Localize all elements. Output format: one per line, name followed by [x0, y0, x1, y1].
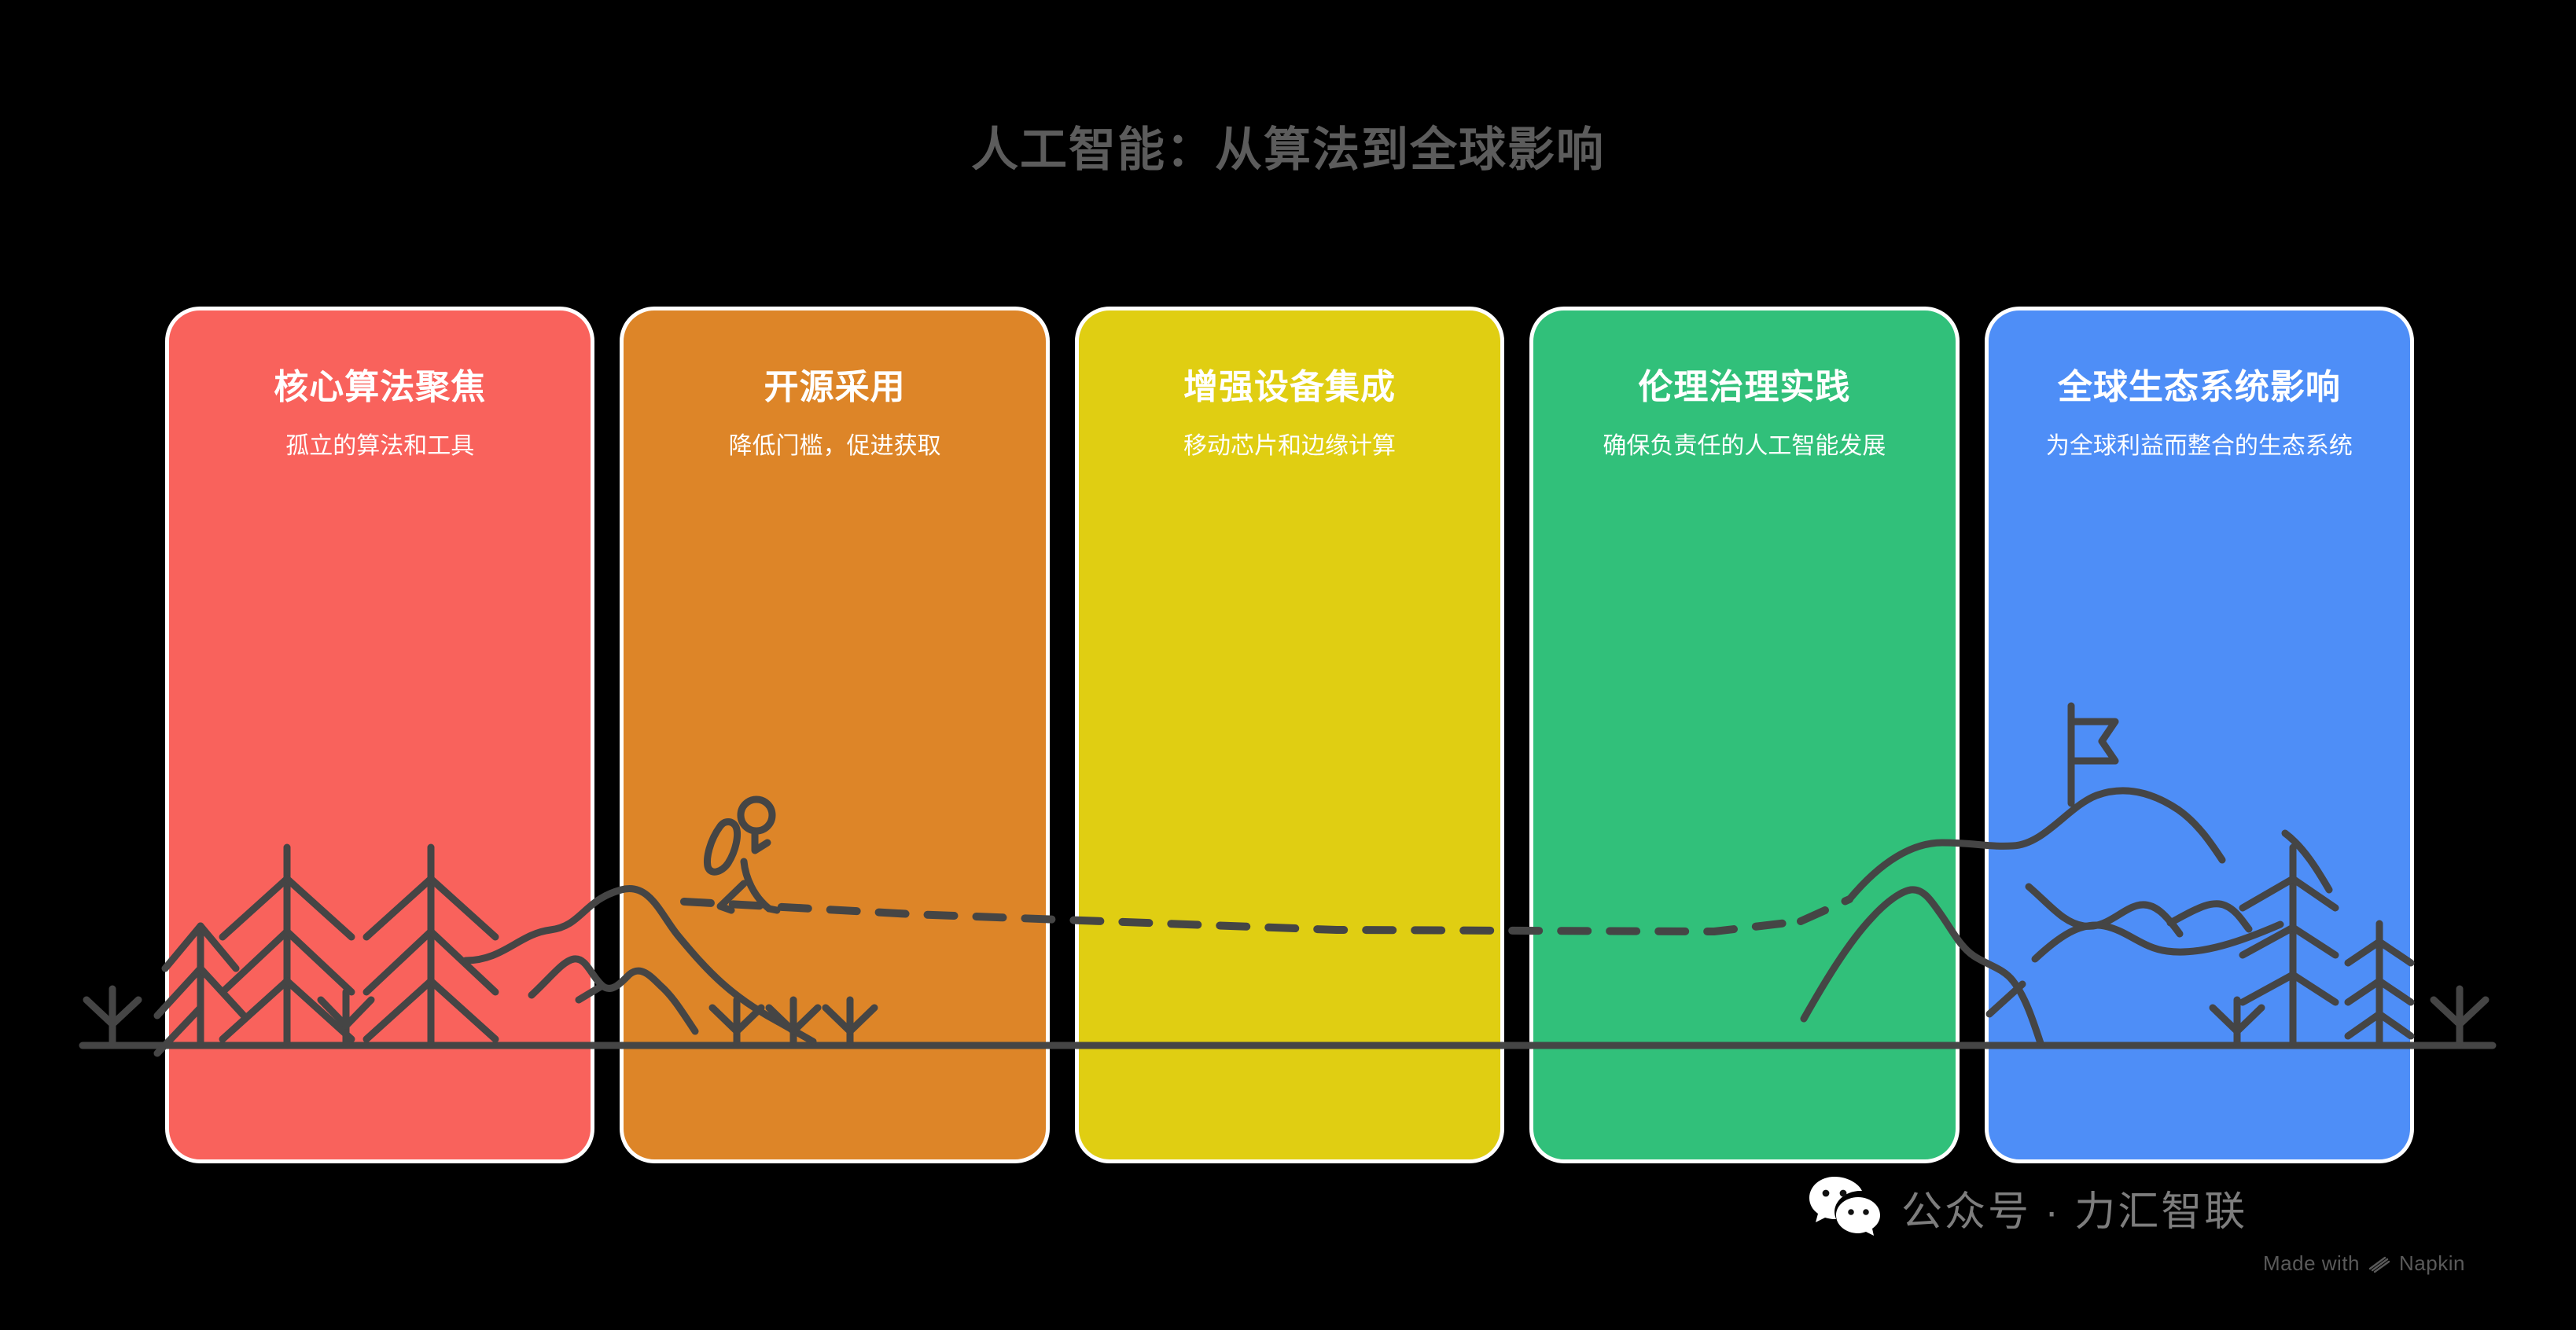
card-title: 伦理治理实践 — [1638, 368, 1851, 406]
card-title: 全球生态系统影响 — [2057, 368, 2341, 406]
card-subtitle: 降低门槛，促进获取 — [728, 433, 941, 460]
made-with-label: Made with — [2263, 1251, 2360, 1275]
card-ethical-governance[interactable]: 伦理治理实践 确保负责任的人工智能发展 — [1529, 307, 1960, 1163]
wechat-icon — [1809, 1177, 1880, 1236]
card-title: 开源采用 — [764, 368, 906, 406]
card-core-algorithm-focus[interactable]: 核心算法聚焦 孤立的算法和工具 — [165, 307, 595, 1163]
card-subtitle: 移动芯片和边缘计算 — [1183, 433, 1397, 460]
shrub-left-outside — [83, 985, 142, 1049]
shrub-right-outside — [2430, 985, 2490, 1049]
card-global-ecosystem-impact[interactable]: 全球生态系统影响 为全球利益而整合的生态系统 — [1984, 307, 2415, 1163]
footer-watermark: 公众号 · 力汇智联 — [1809, 1175, 2247, 1240]
card-subtitle: 确保负责任的人工智能发展 — [1603, 433, 1886, 460]
card-title: 核心算法聚焦 — [274, 368, 487, 406]
page-title: 人工智能：从算法到全球影响 — [971, 123, 1605, 176]
card-open-source-adoption[interactable]: 开源采用 降低门槛，促进获取 — [620, 307, 1050, 1163]
card-title: 增强设备集成 — [1183, 368, 1397, 406]
card-subtitle: 为全球利益而整合的生态系统 — [2045, 433, 2353, 460]
card-row: 核心算法聚焦 孤立的算法和工具 开源采用 降低门槛，促进获取 增强设备集成 移动… — [165, 307, 2415, 1163]
wechat-account-label: 公众号 · 力汇智联 — [1901, 1189, 2248, 1235]
napkin-brand-label: Napkin — [2399, 1251, 2465, 1275]
made-with-napkin-watermark: Made with Napkin — [2263, 1251, 2465, 1276]
napkin-logo-icon — [2368, 1256, 2390, 1273]
card-device-integration[interactable]: 增强设备集成 移动芯片和边缘计算 — [1074, 307, 1505, 1163]
card-subtitle: 孤立的算法和工具 — [285, 433, 475, 460]
